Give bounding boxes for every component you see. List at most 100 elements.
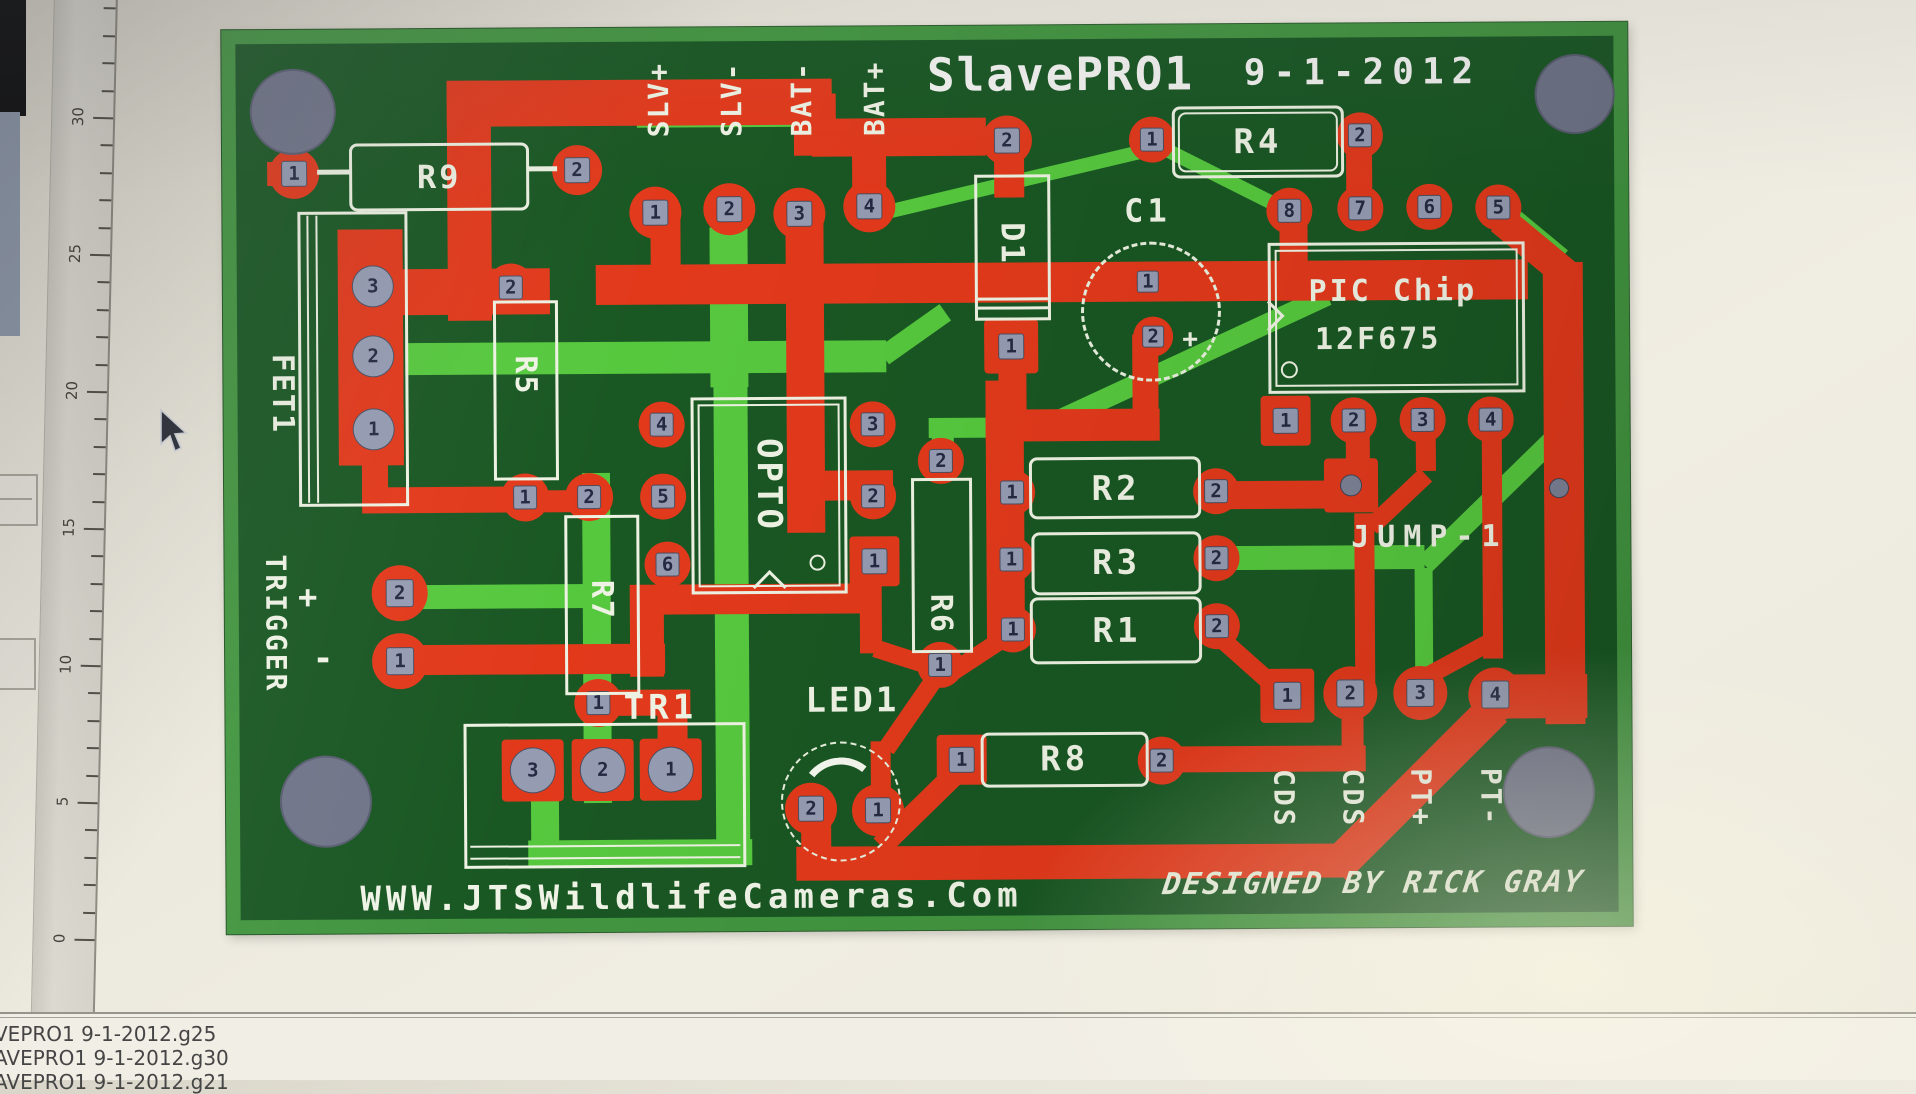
pad-number: 2	[1205, 614, 1229, 638]
copper-trace-green[interactable]	[877, 304, 951, 364]
pad-r4-pads-0[interactable]: 1	[1129, 116, 1175, 162]
ruler-tick	[87, 720, 99, 722]
label-r9[interactable]: R9	[417, 158, 462, 196]
mounting-hole[interactable]	[1503, 746, 1596, 839]
pad-trigger-pads-1[interactable]: 1	[372, 633, 428, 689]
label-r5[interactable]: R5	[508, 355, 543, 395]
pad-pic-pads_bottom-2[interactable]: 3	[1400, 397, 1446, 443]
label-r3[interactable]: R3	[1092, 543, 1141, 583]
pad-conn_power-pads-1[interactable]: 2	[703, 183, 755, 235]
power-label-slv-minus[interactable]: SLV-	[715, 61, 748, 137]
pad-r3-pads-0[interactable]: 1	[988, 536, 1034, 582]
pad-conn_bottom-pads-1[interactable]: 2	[1323, 666, 1377, 720]
file-item[interactable]: AVEPRO1 9-1-2012.g30	[0, 1046, 229, 1070]
board-date[interactable]: 9-1-2012	[1244, 51, 1482, 93]
pad-pic-pads_top-0[interactable]: 8	[1266, 188, 1312, 234]
power-label-slv-plus[interactable]: SLV+	[642, 62, 675, 138]
pad-conn_power-pads-3[interactable]: 4	[843, 180, 895, 232]
ruler-number: 10	[57, 655, 75, 674]
copper-trace-red[interactable]	[812, 118, 986, 157]
file-item[interactable]: VEPRO1 9-1-2012.g25	[0, 1022, 229, 1046]
file-item[interactable]: AVEPRO1 9-1-2012.g21	[0, 1070, 229, 1094]
label-r4[interactable]: R4	[1233, 122, 1282, 162]
label-fet1[interactable]: FET1	[265, 354, 300, 434]
pad-pic-pads_bottom-1[interactable]: 2	[1331, 397, 1377, 443]
pad-number: 2	[1342, 408, 1366, 432]
pad-opto-pads_right-2[interactable]: 1	[849, 536, 899, 586]
label-led1[interactable]: LED1	[805, 680, 899, 721]
pad-number: 4	[1481, 680, 1509, 708]
label-r7[interactable]: R7	[584, 580, 619, 620]
ruler-tick	[99, 199, 111, 201]
pad-opto-pads_left-0[interactable]: 4	[639, 401, 685, 447]
board-credit[interactable]: DESIGNED BY RICK GRAY	[1160, 864, 1586, 902]
label-opto[interactable]: OPTO	[749, 438, 790, 532]
label-trigger-plus[interactable]: +	[298, 578, 317, 616]
pad-pic-pads_top-3[interactable]: 5	[1475, 184, 1521, 230]
pad-pic-pads_top-1[interactable]: 7	[1337, 185, 1383, 231]
pad-conn_bottom-pads-0[interactable]: 1	[1260, 669, 1314, 723]
pad-opto-pads_right-0[interactable]: 3	[850, 401, 896, 447]
label-c1[interactable]: C1	[1124, 192, 1171, 230]
pad-d1-pads-1[interactable]: 1	[984, 319, 1038, 373]
board-website[interactable]: WWW.JTSWildlifeCameras.Com	[360, 875, 1022, 919]
pad-pic-pads_bottom-3[interactable]: 4	[1468, 396, 1514, 442]
mounting-hole[interactable]	[249, 69, 336, 156]
label-cds-1[interactable]: CDS	[1267, 769, 1300, 829]
label-trigger[interactable]: TRIGGER	[259, 554, 293, 693]
label-d1[interactable]: D1	[993, 222, 1031, 265]
pad-opto-pads_right-1[interactable]: 2	[850, 473, 896, 519]
pad-pic-pads_bottom-0[interactable]: 1	[1261, 396, 1311, 446]
label-r2[interactable]: R2	[1091, 469, 1140, 509]
label-pic-line1[interactable]: PIC Chip	[1309, 273, 1478, 309]
pad-conn_power-pads-2[interactable]: 3	[773, 188, 825, 240]
outline-pic-inner	[1275, 248, 1519, 386]
ruler-number: 20	[63, 381, 81, 400]
pad-pic-pads_top-2[interactable]: 6	[1406, 184, 1452, 230]
pad-number: 8	[1277, 199, 1301, 223]
label-trigger-minus[interactable]: -	[313, 639, 334, 679]
pad-number: 1	[861, 548, 887, 574]
pad-conn_power-pads-0[interactable]: 1	[629, 186, 681, 238]
pad-conn_bottom-pads-2[interactable]: 3	[1393, 666, 1447, 720]
file-list: VEPRO1 9-1-2012.g25 AVEPRO1 9-1-2012.g30…	[0, 1022, 229, 1094]
label-r6[interactable]: R6	[923, 594, 958, 634]
label-cds-2[interactable]: CDS	[1336, 769, 1369, 829]
label-jump1[interactable]: JUMP-1	[1351, 519, 1508, 555]
pad-number: 1	[1000, 480, 1024, 504]
via-hole[interactable]	[1324, 458, 1378, 512]
pad-r7-pads-0[interactable]: 2	[565, 473, 613, 521]
pad-d1-pads-0[interactable]: 2	[982, 115, 1032, 165]
opto-pin1-dot	[809, 555, 825, 571]
label-pt-plus[interactable]: PT+	[1404, 768, 1437, 828]
pad-number: 1	[281, 161, 307, 187]
pad-trigger-pads-0[interactable]: 2	[372, 565, 428, 621]
pad-r9-pads-1[interactable]: 2	[552, 145, 602, 195]
pad-conn_bottom-pads-3[interactable]: 4	[1468, 667, 1522, 721]
label-r8[interactable]: R8	[1040, 739, 1089, 779]
label-r1[interactable]: R1	[1092, 611, 1141, 651]
pad-number: 2	[716, 196, 742, 222]
label-pic-line2[interactable]: 12F675	[1315, 321, 1442, 357]
pad-number: 2	[1150, 748, 1174, 772]
label-tr1[interactable]: TR1	[624, 687, 698, 727]
via-hole[interactable]	[1547, 476, 1571, 500]
pad-r9-pads-0[interactable]: 1	[269, 149, 319, 199]
outline-fet1[interactable]	[297, 211, 409, 507]
pad-r8-pads-0[interactable]: 1	[937, 735, 987, 785]
mounting-hole[interactable]	[1534, 54, 1614, 134]
ruler-tick	[91, 555, 103, 557]
power-label-bat-minus[interactable]: BAT-	[785, 61, 818, 137]
power-label-bat-plus[interactable]: BAT+	[858, 60, 891, 136]
pad-opto-pads_left-2[interactable]: 6	[644, 541, 690, 587]
outline-c1[interactable]	[1081, 241, 1222, 382]
ruler-tick	[93, 117, 113, 119]
board-title[interactable]: SlavePRO1	[927, 46, 1195, 102]
pad-number: 5	[1486, 195, 1510, 219]
mounting-hole[interactable]	[280, 755, 373, 848]
label-c1-polarity[interactable]: +	[1182, 324, 1198, 354]
pad-opto-pads_left-1[interactable]: 5	[640, 473, 686, 519]
copper-trace-red[interactable]	[447, 79, 832, 127]
